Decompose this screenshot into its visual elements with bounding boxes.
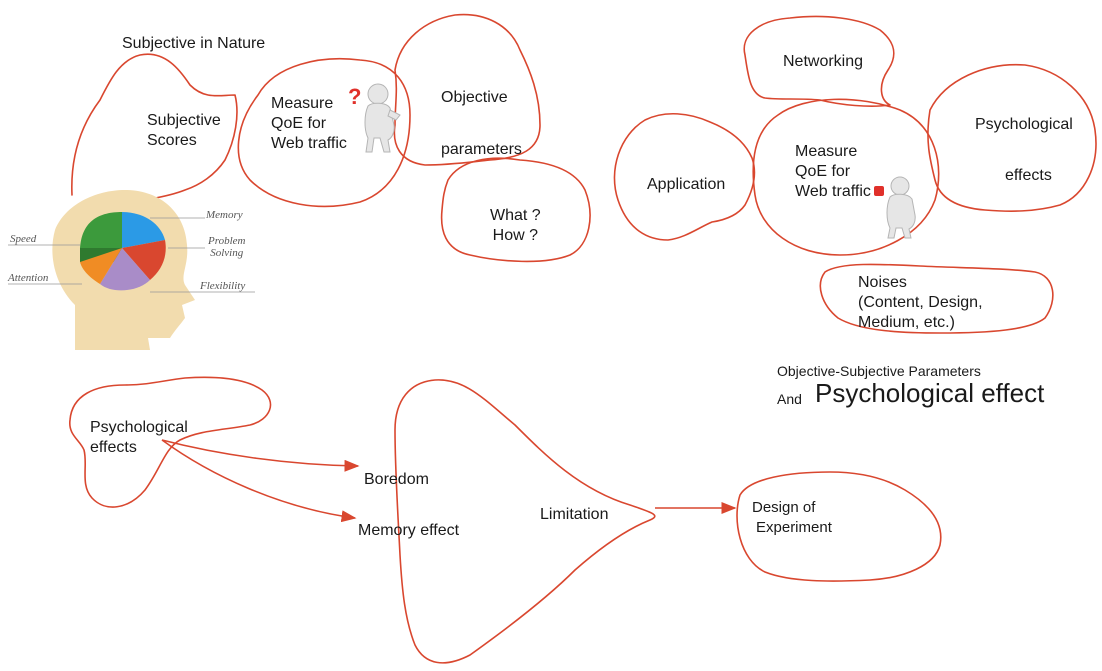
effects-right-label: effects xyxy=(1005,167,1052,184)
networking-label: Networking xyxy=(783,53,864,70)
arrow-to-boredom xyxy=(161,439,360,472)
what-how-blob xyxy=(440,157,591,263)
flexibility-brain-label: Flexibility xyxy=(200,280,246,292)
memory-effect-label: Memory effect xyxy=(358,522,460,539)
boredom-label: Boredom xyxy=(364,471,429,488)
attention-brain-label: Attention xyxy=(8,272,49,284)
objective-label: Objective xyxy=(441,89,508,106)
boredom-memory-limitation-blob xyxy=(394,379,656,664)
measure-qoe-blob xyxy=(237,57,411,208)
caption-and: And xyxy=(777,391,802,407)
parameters-label: parameters xyxy=(441,141,522,158)
experiment-line: Experiment xyxy=(756,519,832,536)
what-line: What ? xyxy=(490,207,541,224)
pie-slice-purple xyxy=(100,248,150,291)
application-blob xyxy=(613,112,756,241)
design-of-line: Design of xyxy=(752,499,816,516)
design-experiment-label: Design of Experiment xyxy=(752,498,832,538)
noises-blob xyxy=(819,263,1054,334)
qoe-for-line: QoE for xyxy=(271,115,327,132)
thinking-figure-icon: ? xyxy=(348,83,401,153)
qoe-for-right-line: QoE for xyxy=(795,163,851,180)
medium-line: Medium, etc.) xyxy=(858,314,955,331)
content-design-line: (Content, Design, xyxy=(858,294,983,311)
design-experiment-blob xyxy=(736,471,942,582)
figure-head xyxy=(367,83,389,105)
noises-label: Noises (Content, Design, Medium, etc.) xyxy=(858,273,983,333)
measure-line: Measure xyxy=(271,95,334,112)
figure-body xyxy=(364,102,395,153)
psychological-bottom-label: Psychological effects xyxy=(90,418,188,458)
pie-slice-green xyxy=(80,212,122,248)
problem-solving-brain-label: Problem Solving xyxy=(208,235,245,259)
psychological-bottom-blob xyxy=(69,376,272,508)
psychological-right-blob xyxy=(927,63,1097,212)
figure-body-right xyxy=(886,193,916,239)
pie-slice-red xyxy=(122,240,166,280)
scores-line: Scores xyxy=(147,132,197,149)
measure-qoe-label: Measure QoE for Web traffic xyxy=(271,94,347,154)
figure-marker-right xyxy=(874,186,884,196)
noises-line: Noises xyxy=(858,274,907,291)
limitation-label: Limitation xyxy=(540,506,609,523)
psychological-right-label: Psychological xyxy=(975,116,1073,133)
measure-qoe-right-blob xyxy=(752,98,940,256)
subjective-scores-label: Subjective Scores xyxy=(147,111,221,151)
subjective-scores-blob xyxy=(71,53,238,201)
head-profile-graphic xyxy=(8,190,255,350)
problem-line: Problem xyxy=(208,235,246,247)
arrow-to-memory-effect xyxy=(161,439,357,523)
effects-bottom-line: effects xyxy=(90,439,137,456)
figure-head-right xyxy=(890,176,910,196)
objective-parameters-blob xyxy=(393,13,541,166)
caption-big: Psychological effect xyxy=(815,378,1045,408)
question-mark-icon: ? xyxy=(348,84,361,109)
networking-blob xyxy=(743,15,895,107)
web-traffic-line: Web traffic xyxy=(271,135,347,152)
application-label: Application xyxy=(647,176,726,193)
measure-right-line: Measure xyxy=(795,143,858,160)
psychological-bottom-line: Psychological xyxy=(90,419,188,436)
memory-brain-label: Memory xyxy=(206,209,243,221)
how-line: How ? xyxy=(492,227,539,244)
what-how-label: What ? How ? xyxy=(490,206,541,246)
speed-brain-label: Speed xyxy=(10,233,37,245)
measure-qoe-right-label: Measure QoE for Web traffic xyxy=(795,142,871,202)
subjective-line: Subjective xyxy=(147,112,221,129)
figure-arm xyxy=(387,109,401,121)
pie-slice-orange xyxy=(80,248,122,284)
web-traffic-right-line: Web traffic xyxy=(795,183,871,200)
thinking-figure-right-icon xyxy=(874,176,916,239)
caption-line1: Objective-Subjective Parameters xyxy=(777,363,981,379)
pie-slice-blue xyxy=(122,212,165,248)
subjective-in-nature-label: Subjective in Nature xyxy=(122,35,266,52)
solving-line: Solving xyxy=(210,247,244,259)
